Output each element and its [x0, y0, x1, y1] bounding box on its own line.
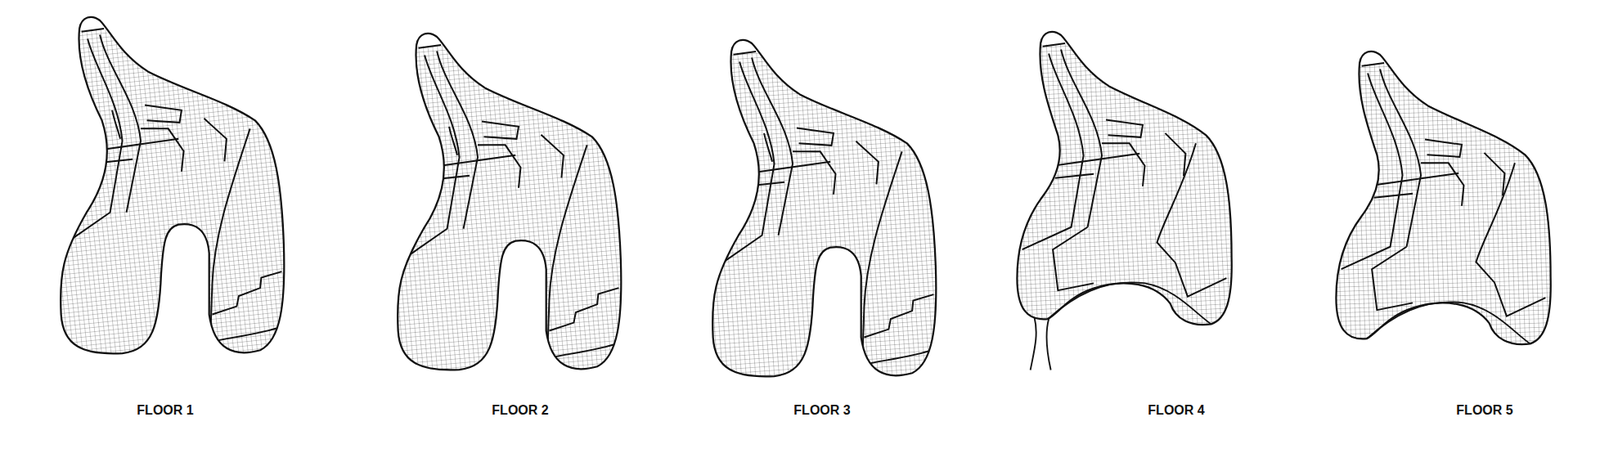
- partition-wall: [1164, 133, 1186, 176]
- partition-wall: [91, 139, 179, 152]
- floor-label: FLOOR 5: [1456, 402, 1513, 418]
- open-cap: [1330, 42, 1577, 64]
- open-cap: [387, 24, 634, 46]
- partition-wall: [94, 159, 133, 164]
- grid-hatch: [1016, 31, 1232, 325]
- partition-wall: [431, 175, 470, 180]
- partition-wall: [1371, 173, 1459, 186]
- partition-wall: [855, 141, 878, 185]
- partition-wall: [1475, 162, 1546, 316]
- partition-wall: [792, 151, 836, 194]
- plan-outline: [1016, 31, 1232, 325]
- floor-plan-outline: [50, 8, 297, 366]
- grid-hatch: [1335, 51, 1551, 345]
- connector-stem: [1030, 282, 1212, 370]
- floor-plan-outline: [1330, 42, 1577, 400]
- partition-wall: [112, 110, 121, 140]
- partition-wall: [866, 350, 933, 365]
- partition-wall: [1101, 143, 1145, 186]
- partition-wall: [1042, 43, 1066, 47]
- plan-outline: [1335, 51, 1551, 345]
- partition-wall: [796, 128, 834, 146]
- floor-label: FLOOR 3: [793, 402, 850, 418]
- partition-wall: [548, 287, 619, 331]
- partition-wall: [1374, 193, 1413, 198]
- partition-wall: [733, 51, 756, 55]
- partition-wall: [203, 118, 226, 162]
- partition-wall: [418, 44, 441, 49]
- partition-wall: [211, 271, 282, 315]
- partition-wall: [1052, 227, 1094, 291]
- floor-label: FLOOR 4: [1147, 402, 1205, 418]
- partition-wall: [140, 128, 184, 171]
- partition-wall: [540, 134, 563, 178]
- partition-wall: [863, 294, 934, 338]
- partition-wall: [428, 155, 516, 168]
- partition-wall: [1361, 62, 1385, 67]
- partition-wall: [746, 182, 785, 187]
- floor-label: FLOOR 1: [136, 402, 194, 418]
- partition-wall: [144, 105, 182, 123]
- floor-label: FLOOR 2: [491, 402, 549, 418]
- partition-wall: [477, 144, 521, 188]
- open-cap: [1011, 22, 1258, 45]
- partition-wall: [764, 133, 773, 162]
- open-cap: [50, 8, 297, 30]
- open-cap: [702, 31, 949, 53]
- partition-wall: [449, 126, 458, 156]
- partition-wall: [1420, 162, 1464, 206]
- partition-wall: [1483, 152, 1505, 196]
- floor-plan-outline: [387, 24, 634, 383]
- floor-plan: FLOOR 2: [387, 0, 634, 442]
- plan-outline: [60, 17, 284, 354]
- partition-wall: [551, 343, 618, 358]
- partition-wall: [1055, 174, 1094, 179]
- plan-outline: [1366, 301, 1531, 344]
- partition-wall: [214, 327, 281, 342]
- partition-wall: [1052, 153, 1140, 167]
- floor-plan: FLOOR 1: [50, 0, 297, 442]
- plan-outline: [712, 40, 936, 377]
- floor-plan-outline: [1011, 22, 1258, 381]
- partition-wall: [81, 28, 104, 32]
- plan-outline: [397, 33, 621, 370]
- partition-wall: [1371, 247, 1413, 311]
- floor-plan-outline: [702, 31, 949, 389]
- partition-wall: [1424, 139, 1462, 158]
- grid-hatch: [60, 17, 284, 354]
- partition-wall: [1156, 143, 1227, 297]
- grid-hatch: [712, 40, 936, 377]
- partition-wall: [1105, 120, 1143, 138]
- floor-plan: FLOOR 3: [702, 0, 949, 442]
- partition-wall: [743, 161, 831, 175]
- floor-plan: FLOOR 4: [1011, 0, 1258, 442]
- grid-hatch: [397, 33, 621, 370]
- floor-plan: FLOOR 5: [1330, 0, 1577, 442]
- partition-wall: [481, 121, 519, 140]
